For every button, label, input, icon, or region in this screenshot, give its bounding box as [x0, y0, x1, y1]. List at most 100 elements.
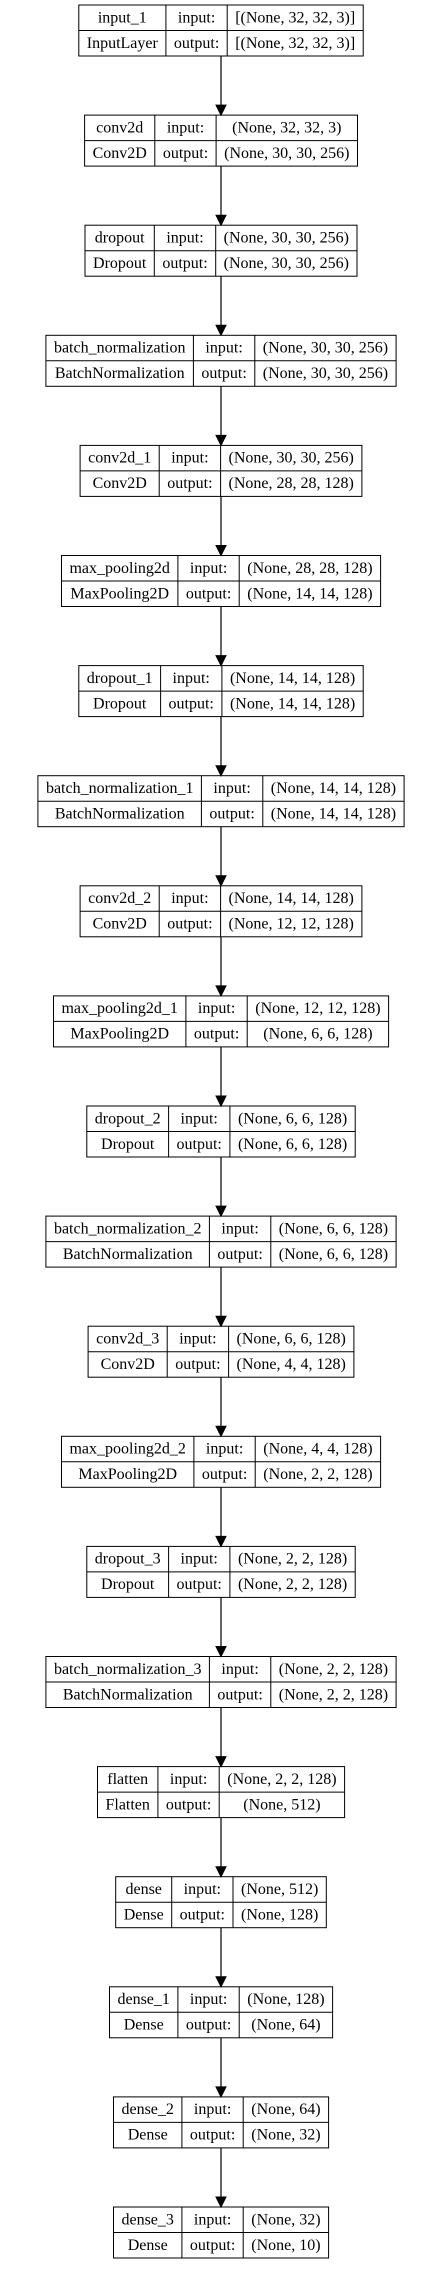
input-shape: (None, 6, 6, 128) [237, 1330, 346, 1347]
output-label: output: [167, 475, 212, 492]
arrow-head-icon [215, 1976, 227, 1988]
input-shape: (None, 12, 12, 128) [255, 1000, 380, 1017]
output-shape: [(None, 32, 32, 3)] [235, 35, 355, 52]
output-shape: (None, 2, 2, 128) [238, 1576, 347, 1593]
output-label: output: [177, 1576, 222, 1593]
layer-node-max_pooling2d_2: max_pooling2d_2MaxPooling2Dinput:output:… [61, 1435, 382, 1488]
layer-type: Dropout [101, 1576, 155, 1593]
arrow-head-icon [215, 1315, 227, 1328]
input-shape: (None, 32) [251, 2211, 320, 2228]
output-shape: (None, 12, 12, 128) [229, 916, 354, 933]
connection-arrow [215, 56, 227, 117]
layer-name: dropout_1 [87, 670, 153, 687]
output-label: output: [162, 255, 207, 272]
input-shape: (None, 6, 6, 128) [279, 1220, 388, 1237]
arrow-head-icon [215, 765, 227, 777]
connection-arrow [215, 2147, 227, 2209]
input-label: input: [181, 1551, 218, 1568]
arrow-head-icon [215, 985, 227, 998]
connection-arrow [215, 2037, 227, 2099]
connection-arrow [215, 606, 227, 667]
input-shape: (None, 64) [251, 2101, 320, 2118]
connection-arrow [215, 1597, 227, 1658]
connection-arrow [215, 1267, 227, 1328]
output-label: output: [177, 1136, 222, 1153]
input-label: input: [173, 670, 210, 687]
input-shape: (None, 2, 2, 128) [227, 1771, 336, 1788]
layer-node-batch_normalization_2: batch_normalization_2BatchNormalizationi… [45, 1215, 397, 1268]
arrow-head-icon [215, 545, 227, 557]
input-shape: (None, 14, 14, 128) [229, 890, 354, 907]
output-label: output: [190, 2237, 235, 2254]
layer-type: Conv2D [93, 145, 147, 162]
input-label: input: [170, 1771, 207, 1788]
connection-arrow [215, 936, 227, 998]
input-label: input: [198, 1000, 235, 1017]
input-label: input: [171, 450, 208, 467]
arrow-head-icon [215, 655, 227, 667]
output-label: output: [186, 2017, 231, 2034]
layer-type: MaxPooling2D [70, 1026, 169, 1043]
connection-arrow [215, 276, 227, 337]
layer-name: dense [125, 1881, 161, 1898]
input-shape: (None, 30, 30, 256) [229, 450, 354, 467]
input-shape: (None, 32, 32, 3) [232, 119, 341, 136]
input-shape: (None, 30, 30, 256) [263, 340, 388, 357]
input-shape: (None, 2, 2, 128) [238, 1551, 347, 1568]
connection-arrow [215, 1927, 227, 1988]
input-shape: (None, 14, 14, 128) [271, 780, 396, 797]
output-shape: (None, 30, 30, 256) [263, 365, 388, 382]
connection-arrow [215, 716, 227, 777]
arrow-head-icon [215, 104, 227, 117]
layer-type: Dense [124, 2017, 164, 2034]
layer-type: BatchNormalization [63, 1246, 193, 1263]
input-label: input: [179, 1330, 216, 1347]
layer-type: Dense [124, 1906, 164, 1923]
output-label: output: [174, 35, 219, 52]
arrow-head-icon [215, 1756, 227, 1768]
layer-name: dense_1 [117, 1991, 169, 2008]
layer-name: conv2d_2 [88, 890, 151, 907]
layer-node-batch_normalization: batch_normalizationBatchNormalizationinp… [45, 334, 397, 387]
layer-type: BatchNormalization [55, 365, 185, 382]
layer-name: batch_normalization_1 [46, 780, 194, 797]
input-label: input: [194, 2101, 231, 2118]
input-shape: (None, 30, 30, 256) [224, 229, 349, 246]
input-shape: (None, 28, 28, 128) [247, 560, 372, 577]
connection-arrow [215, 1487, 227, 1548]
output-shape: (None, 10) [251, 2237, 320, 2254]
layer-node-max_pooling2d_1: max_pooling2d_1MaxPooling2Dinput:output:… [53, 995, 390, 1048]
output-label: output: [175, 1356, 220, 1373]
input-label: input: [171, 890, 208, 907]
output-shape: (None, 512) [243, 1796, 320, 1813]
output-label: output: [217, 1686, 262, 1703]
input-label: input: [181, 1110, 218, 1127]
connection-arrow [215, 496, 227, 557]
layer-node-max_pooling2d: max_pooling2dMaxPooling2Dinput:output:(N… [61, 555, 382, 607]
connection-arrow [215, 1707, 227, 1768]
layer-name: flatten [107, 1771, 148, 1788]
input-shape: (None, 4, 4, 128) [263, 1441, 372, 1458]
layer-name: dropout [95, 229, 145, 246]
output-shape: (None, 6, 6, 128) [263, 1026, 372, 1043]
arrow-head-icon [215, 875, 227, 887]
layer-type: InputLayer [87, 35, 159, 52]
layer-name: batch_normalization_3 [54, 1661, 202, 1678]
output-label: output: [190, 2127, 235, 2144]
output-label: output: [209, 805, 254, 822]
output-label: output: [163, 145, 208, 162]
input-label: input: [190, 560, 227, 577]
input-label: input: [184, 1881, 221, 1898]
layer-type: Dense [128, 2237, 168, 2254]
arrow-head-icon [215, 1095, 227, 1108]
layer-name: conv2d [96, 119, 143, 136]
output-shape: (None, 14, 14, 128) [230, 695, 355, 712]
output-label: output: [201, 365, 246, 382]
